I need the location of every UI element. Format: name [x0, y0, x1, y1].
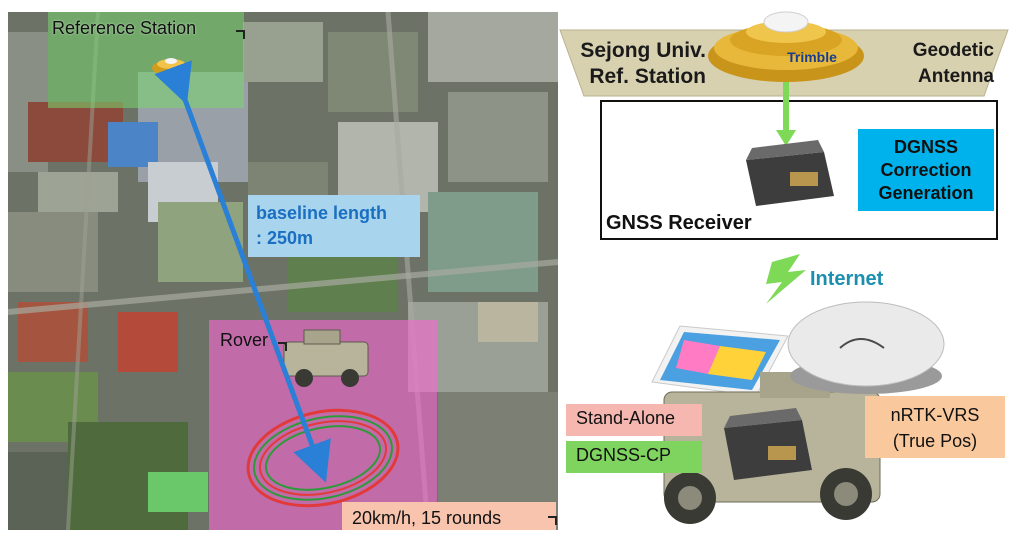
gnss-receiver-label: GNSS Receiver [606, 212, 752, 234]
rover-receiver-icon [724, 408, 812, 480]
speed-label: 20km/h, 15 rounds [352, 508, 502, 528]
stand-alone-label: Stand-Alone [576, 408, 676, 428]
callout-corner-mark [548, 516, 557, 525]
dgnss-correction-box [858, 129, 994, 211]
dgnss-label-line1: DGNSS [893, 137, 958, 157]
antenna-label: Geodetic Antenna [882, 38, 994, 90]
dgnss-label-line2: Correction [880, 160, 972, 180]
gnss-receiver-icon [746, 140, 834, 206]
station-label-line1: Sejong Univ. [580, 39, 706, 62]
baseline-label-line1: baseline length [256, 203, 388, 223]
stand-alone-tag: Stand-Alone [566, 404, 702, 436]
dgnss-cp-tag: DGNSS-CP [566, 441, 702, 473]
lightning-icon [766, 254, 806, 304]
dgnss-cp-label: DGNSS-CP [576, 445, 672, 465]
antenna-label-line1: Geodetic [912, 40, 994, 61]
dgnss-correction-label: DGNSS Correction Generation [858, 136, 994, 205]
callout-corner-mark [278, 342, 287, 351]
station-label: Sejong Univ. Ref. Station [558, 38, 706, 90]
speed-label-box [342, 502, 556, 530]
internet-label: Internet [810, 268, 884, 290]
nrtk-label-line2: (True Pos) [892, 431, 978, 451]
nrtk-vrs-tag: nRTK-VRS (True Pos) [865, 396, 1005, 458]
baseline-arrow [154, 60, 331, 483]
dgnss-label-line3: Generation [878, 183, 974, 203]
rover-antenna-icon [787, 301, 945, 394]
callout-corner-mark [236, 30, 245, 39]
geodetic-antenna-icon: Trimble [708, 11, 864, 82]
antenna-label-line2: Antenna [918, 66, 994, 87]
baseline-label: baseline length : 250m [256, 201, 421, 251]
station-label-line2: Ref. Station [589, 65, 706, 88]
nrtk-label-line1: nRTK-VRS [890, 405, 980, 425]
baseline-label-line2: : 250m [256, 228, 314, 248]
antenna-brand-text: Trimble [787, 49, 837, 65]
rover-label: Rover [220, 330, 269, 350]
reference-station-label: Reference Station [52, 18, 197, 38]
smartphone-icon [651, 325, 789, 397]
baseline-label-box [248, 195, 420, 257]
antenna-link-arrow [776, 82, 796, 146]
aerial-map: Reference Station [8, 12, 558, 530]
